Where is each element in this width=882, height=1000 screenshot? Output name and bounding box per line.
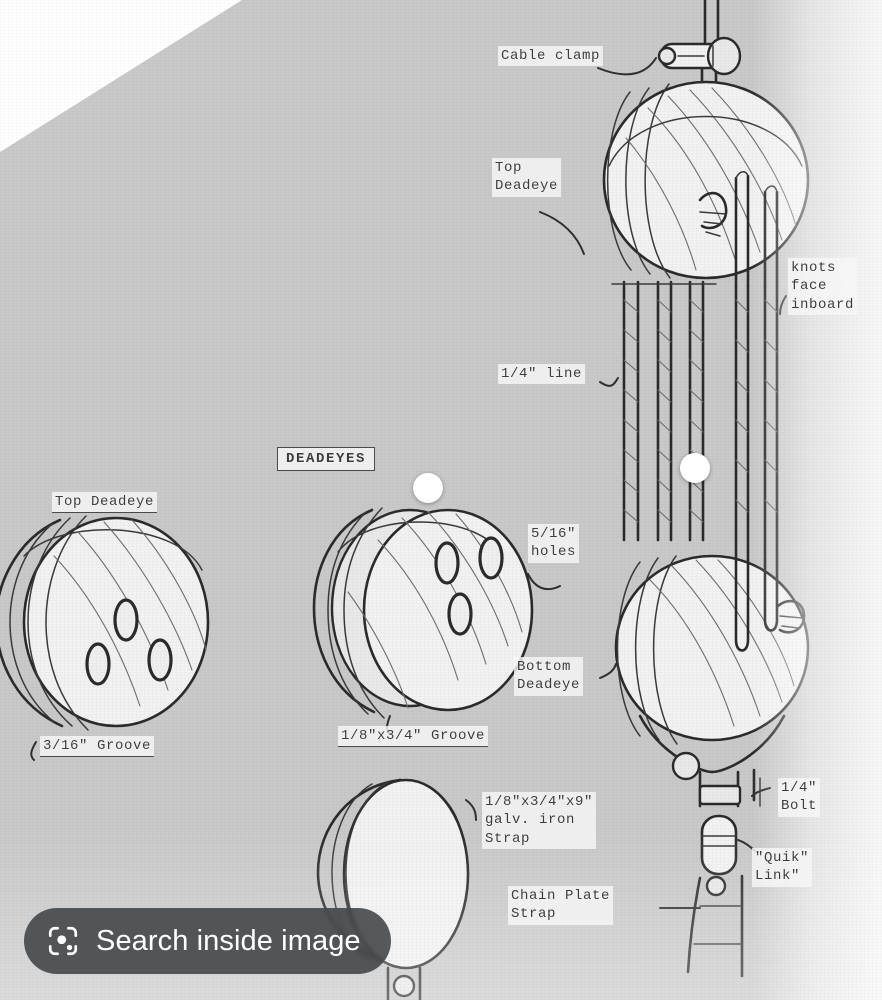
label-knots-face-inboard: knots face inboard xyxy=(788,258,858,316)
lens-dot-center-deadeye[interactable] xyxy=(413,473,443,503)
label-top-deadeye-detail: Top Deadeye xyxy=(52,492,158,514)
lens-camera-icon xyxy=(48,926,78,956)
label-quik-link: "Quik" Link" xyxy=(752,848,813,887)
label-cable-clamp: Cable clamp xyxy=(498,46,604,67)
bolt-and-quik-link-group xyxy=(686,768,761,978)
search-inside-image-button[interactable]: Search inside image xyxy=(24,908,391,974)
label-three-sixteenth-groove: 3/16" Groove xyxy=(40,736,155,758)
label-five-sixteenth-holes: 5/16" holes xyxy=(528,524,580,563)
page-right-fade xyxy=(752,0,882,1000)
search-inside-image-label: Search inside image xyxy=(96,924,361,957)
label-quarter-inch-bolt: 1/4" Bolt xyxy=(778,778,821,817)
label-top-deadeye-assembly: Top Deadeye xyxy=(492,158,562,197)
label-quarter-inch-line: 1/4" line xyxy=(498,364,586,385)
label-deadeyes-title: DEADEYES xyxy=(277,447,376,472)
left-deadeye-detail xyxy=(0,515,210,761)
label-eighth-by-three-quarter-groove: 1/8"x3/4" Groove xyxy=(338,726,489,748)
label-bottom-deadeye: Bottom Deadeye xyxy=(514,657,584,696)
label-galv-iron-strap: 1/8"x3/4"x9" galv. iron Strap xyxy=(482,792,597,850)
label-chain-plate-strap: Chain Plate Strap xyxy=(508,886,614,925)
lens-dot-rigging-line[interactable] xyxy=(680,453,710,483)
center-deadeye-detail xyxy=(312,507,534,735)
